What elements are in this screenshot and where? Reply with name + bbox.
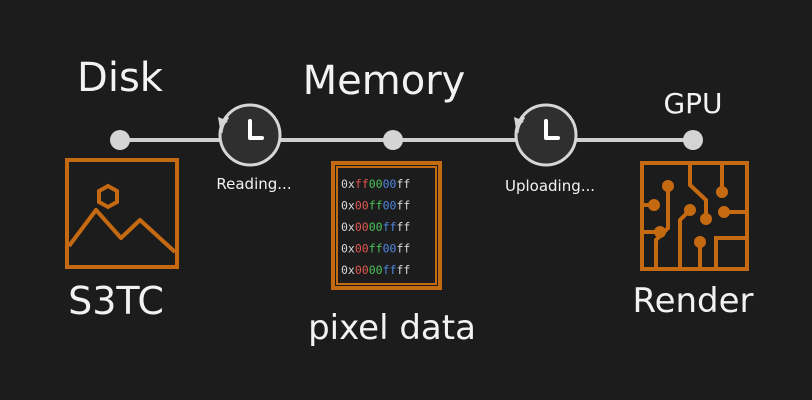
reading-clock-icon bbox=[218, 103, 282, 167]
disk-title: Disk bbox=[77, 55, 164, 101]
circuit-chip-icon bbox=[640, 161, 749, 271]
memory-title: Memory bbox=[303, 58, 466, 104]
pixel-row: 0x00ff00ff bbox=[341, 199, 410, 213]
image-icon bbox=[65, 158, 179, 269]
pixel-row: 0xff0000ff bbox=[341, 177, 410, 191]
gpu-title: GPU bbox=[663, 87, 722, 120]
memory-caption: pixel data bbox=[308, 308, 476, 348]
disk-caption: S3TC bbox=[68, 279, 164, 323]
disk-node bbox=[110, 130, 130, 150]
gpu-caption: Render bbox=[632, 281, 753, 321]
pixel-row: 0x00ff00ff bbox=[341, 242, 410, 256]
pixel-row: 0x0000ffff bbox=[341, 220, 410, 234]
pixel-data-rows: 0xff0000ff 0x00ff00ff 0x0000ffff 0x00ff00ff… bbox=[341, 177, 410, 277]
gpu-node bbox=[683, 130, 703, 150]
uploading-clock-icon bbox=[514, 103, 578, 167]
reading-label: Reading... bbox=[216, 175, 291, 193]
pixel-row: 0x0000ffff bbox=[341, 263, 410, 277]
pixel-grid-icon bbox=[331, 161, 442, 290]
memory-node bbox=[383, 130, 403, 150]
uploading-label: Uploading... bbox=[505, 177, 595, 195]
